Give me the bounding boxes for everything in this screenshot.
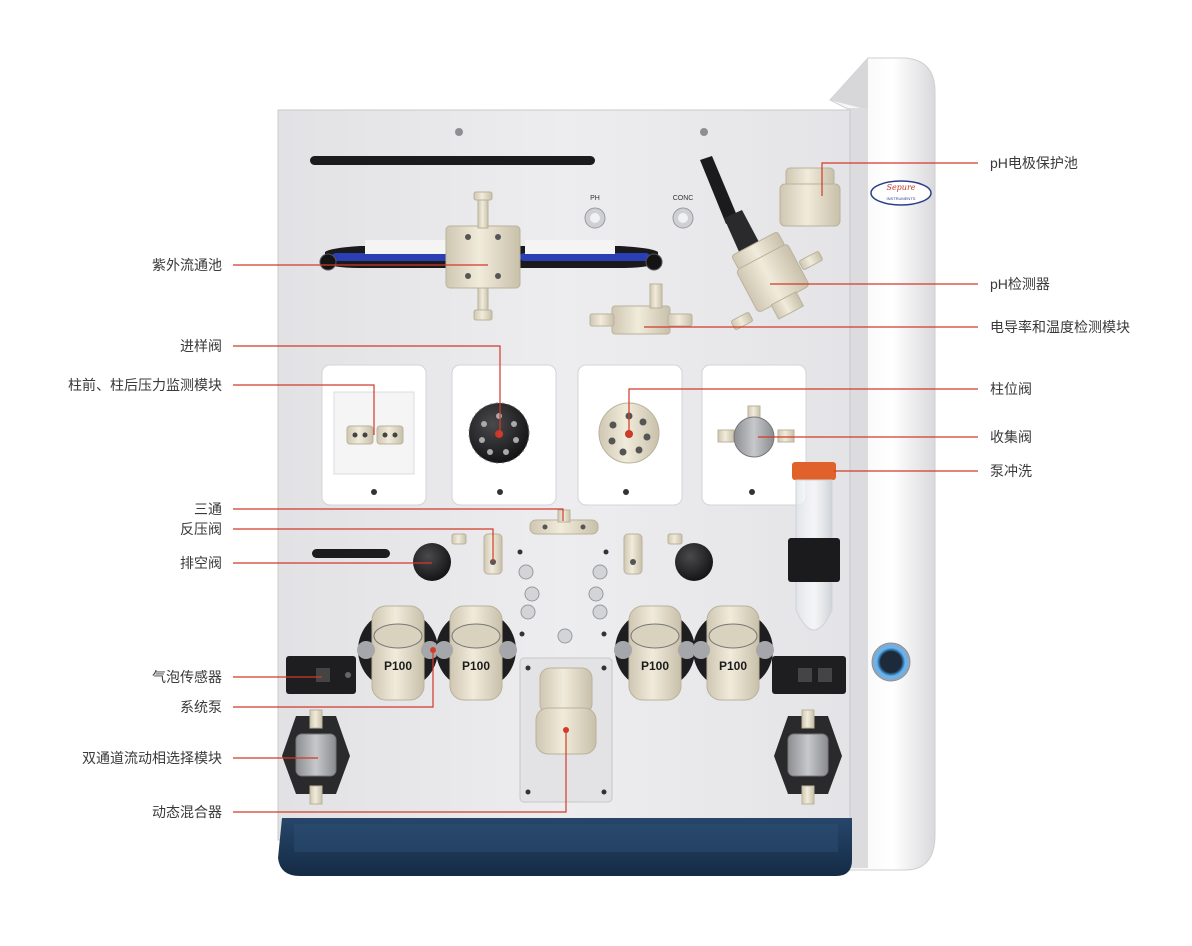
pump-label: P100 xyxy=(384,659,412,673)
label-purge-valve: 排空阀 xyxy=(180,555,222,571)
callout-lines xyxy=(233,162,978,813)
ph-detector-part xyxy=(700,156,823,330)
label-system-pump: 系统泵 xyxy=(180,699,222,715)
label-column-valve: 柱位阀 xyxy=(990,381,1032,397)
callout-tee xyxy=(233,508,564,521)
pump-label: P100 xyxy=(462,659,490,673)
label-pump-wash: 泵冲洗 xyxy=(990,463,1032,479)
logo-sub: INSTRUMENTS xyxy=(887,196,916,201)
conc-port-label: CONC xyxy=(673,195,694,202)
ph-conc-ports xyxy=(584,207,694,229)
callout-back-pressure-valve xyxy=(233,528,494,562)
tee-part xyxy=(529,509,599,535)
label-bubble-sensor: 气泡传感器 xyxy=(152,669,222,685)
label-back-pressure-valve: 反压阀 xyxy=(180,521,222,537)
collection-valve-part xyxy=(717,405,795,458)
label-tee: 三通 xyxy=(194,501,222,517)
callout-dynamic-mixer xyxy=(233,730,567,813)
dual-channel-modules xyxy=(282,709,842,805)
callout-dots xyxy=(430,431,632,733)
logo-text: Sepure xyxy=(886,183,915,192)
ph-protect-cell-part xyxy=(779,167,841,227)
uv-flow-cell-part xyxy=(319,191,663,321)
callout-injection-valve xyxy=(233,345,501,434)
pressure-sensors xyxy=(346,425,404,445)
label-ph-detector: pH检测器 xyxy=(990,276,1050,292)
power-button xyxy=(871,642,911,682)
brand-logo: Sepure INSTRUMENTS xyxy=(870,180,932,206)
label-cond-temp-module: 电导率和温度检测模块 xyxy=(990,319,1130,335)
label-uv-flow-cell: 紫外流通池 xyxy=(152,257,222,273)
pump-label: P100 xyxy=(719,659,747,673)
callout-pressure-module xyxy=(233,384,375,435)
label-collection-valve: 收集阀 xyxy=(990,429,1032,445)
pump-wash-part xyxy=(788,462,840,631)
label-pressure-module: 柱前、柱后压力监测模块 xyxy=(68,377,222,393)
top-slot xyxy=(310,156,595,165)
center-ports xyxy=(517,549,609,644)
label-dual-channel-module: 双通道流动相选择模块 xyxy=(82,750,222,766)
callout-ph-protect-cell xyxy=(821,162,978,196)
label-ph-protect-cell: pH电极保护池 xyxy=(990,155,1078,171)
label-injection-valve: 进样阀 xyxy=(180,338,222,354)
label-dynamic-mixer: 动态混合器 xyxy=(152,804,222,820)
callout-system-pump xyxy=(233,650,434,708)
callout-column-valve xyxy=(628,388,978,434)
bubble-sensors xyxy=(286,656,846,694)
purge-valves xyxy=(413,533,713,581)
ph-port-label: PH xyxy=(590,195,600,202)
system-pumps: P100 P100 P100 P100 xyxy=(357,605,774,701)
pump-label: P100 xyxy=(641,659,669,673)
